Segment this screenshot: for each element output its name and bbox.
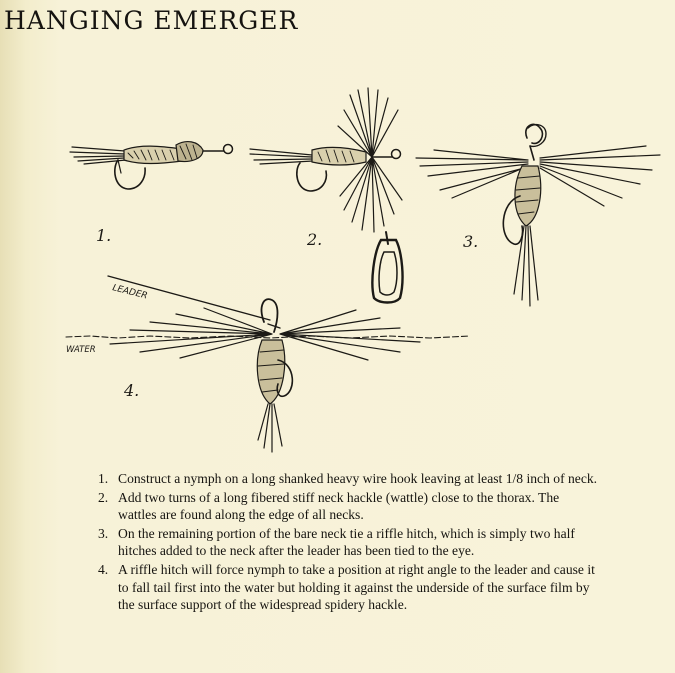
figure-label-2: 2. [306, 230, 322, 249]
figure-3-riffle-hitch [415, 123, 661, 307]
instruction-step: 2. Add two turns of a long fibered stiff… [96, 489, 600, 524]
step-number: 4. [98, 561, 109, 577]
figure-label-3: 3. [463, 232, 478, 251]
step-text: A riffle hitch will force nymph to take … [118, 561, 595, 613]
instruction-list: 1. Construct a nymph on a long shanked h… [96, 470, 600, 615]
step-text: Construct a nymph on a long shanked heav… [118, 471, 598, 486]
page-title: HANGING EMERGER [4, 6, 299, 35]
figure-label-4: 4. [123, 381, 139, 400]
figure-label-1: 1. [96, 226, 111, 245]
step-number: 2. [98, 489, 109, 505]
instruction-step: 3. On the remaining portion of the bare … [96, 525, 600, 560]
step-number: 3. [98, 525, 109, 541]
step-number: 1. [98, 471, 109, 486]
water-label: WATER [66, 345, 96, 355]
step-text: Add two turns of a long fibered stiff ne… [118, 489, 560, 523]
instruction-step: 1. Construct a nymph on a long shanked h… [96, 470, 600, 488]
figure-2-hackle [249, 87, 404, 304]
step-text: On the remaining portion of the bare nec… [118, 525, 575, 559]
figure-4-emerger-in-water [65, 275, 471, 453]
instruction-step: 4. A riffle hitch will force nymph to ta… [96, 561, 600, 614]
figure-1-nymph [69, 140, 234, 190]
fly-tying-illustration: 1. 2. 3. 4. LEADER WATER [65, 87, 661, 453]
